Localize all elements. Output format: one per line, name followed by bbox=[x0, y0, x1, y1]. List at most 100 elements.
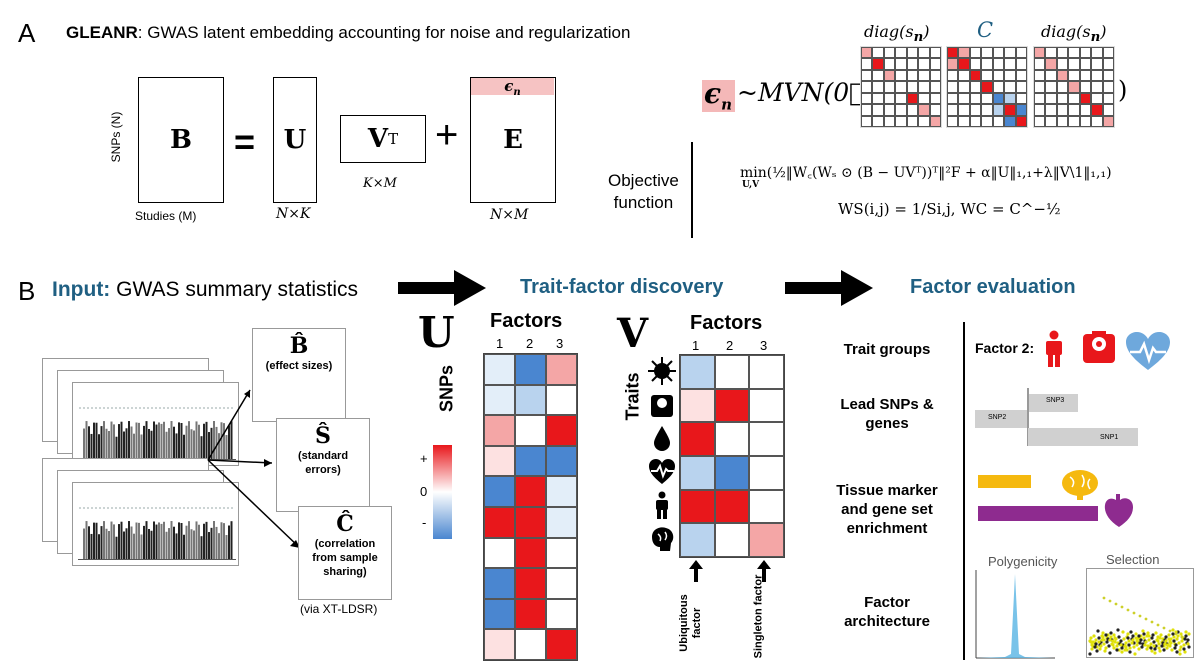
diag-left-close: ) bbox=[923, 22, 930, 41]
c-matrix-cell bbox=[1004, 115, 1016, 127]
u-heat-cell bbox=[546, 507, 577, 538]
person-icon bbox=[656, 491, 668, 519]
objective-sub: U,V bbox=[742, 180, 760, 190]
card-standard-errors: Ŝ(standard errors) bbox=[276, 418, 370, 512]
u-heat-cell bbox=[484, 568, 515, 599]
c-matrix-cell bbox=[981, 58, 993, 70]
diag-left-cell bbox=[895, 92, 907, 105]
diag-right-close: ) bbox=[1100, 22, 1107, 41]
c-matrix-cell bbox=[1015, 47, 1027, 59]
diag-left-cell bbox=[895, 47, 907, 59]
arrow-up-icon bbox=[757, 560, 771, 582]
evaluation-title: Factor evaluation bbox=[910, 276, 1076, 298]
snp3-bar bbox=[1028, 394, 1078, 412]
mvn-eps: ϵn bbox=[704, 77, 732, 114]
diag-right-cell bbox=[1102, 81, 1114, 93]
diag-left-cell bbox=[861, 92, 873, 105]
diag-left-cell bbox=[883, 58, 896, 70]
u-heat-cell bbox=[546, 445, 577, 477]
diag-right-cell bbox=[1068, 81, 1080, 93]
diag-left-cell bbox=[918, 69, 930, 82]
diag-left-cell bbox=[872, 47, 884, 59]
diag-right-cell bbox=[1102, 47, 1114, 59]
matrix-e: E bbox=[470, 77, 556, 203]
u-heat-cell bbox=[546, 415, 577, 446]
diag-right-cell bbox=[1034, 81, 1046, 93]
input-label: Input: bbox=[52, 278, 111, 301]
c-matrix-cell bbox=[981, 81, 993, 93]
diag-left-cell bbox=[895, 58, 907, 70]
vt-sup: T bbox=[388, 130, 399, 148]
c-matrix-cell bbox=[969, 92, 982, 105]
diag-right-cell bbox=[1045, 81, 1057, 93]
diag-left-cell bbox=[883, 92, 896, 105]
c-matrix-cell bbox=[958, 104, 970, 116]
snp1-label: SNP1 bbox=[1100, 434, 1119, 441]
v-heat-cell bbox=[749, 523, 784, 557]
c-matrix-cell bbox=[947, 69, 959, 82]
diag-right-cell bbox=[1056, 47, 1069, 59]
objective-divider bbox=[691, 142, 693, 238]
diag-left-cell bbox=[872, 104, 884, 116]
v-row-label: Traits bbox=[622, 372, 643, 421]
u-heat-cell bbox=[484, 445, 515, 477]
title-bold: GLEANR bbox=[66, 23, 138, 42]
v-heat-cell bbox=[714, 388, 750, 423]
diag-left-cell bbox=[895, 69, 907, 82]
ubiquitous-label: Ubiquitous factor bbox=[678, 594, 703, 652]
u-heat-cell bbox=[546, 384, 577, 416]
plus-sign: + bbox=[435, 113, 459, 157]
u-heat-cell bbox=[515, 384, 546, 416]
diag-left-cell bbox=[929, 81, 941, 93]
diag-right-cell bbox=[1091, 81, 1103, 93]
u-heat-cell bbox=[484, 415, 515, 446]
heartbeat-icon bbox=[1126, 332, 1170, 370]
c-matrix-cell bbox=[992, 92, 1005, 105]
panel-b-letter: B bbox=[18, 276, 36, 306]
c-matrix-cell bbox=[981, 115, 993, 127]
diag-right-cell bbox=[1091, 92, 1103, 105]
diag-left-cell bbox=[872, 58, 884, 70]
c-matrix-cell bbox=[1015, 104, 1027, 116]
diag-left-cell bbox=[906, 115, 919, 127]
diag-left-cell bbox=[906, 69, 919, 82]
eval-factor-architecture: Factor architecture bbox=[844, 594, 930, 630]
card-c-hat: Ĉ bbox=[336, 511, 354, 537]
col-number: 2 bbox=[526, 336, 534, 351]
legend-zero: 0 bbox=[420, 484, 428, 499]
diag-left-cell bbox=[861, 47, 873, 59]
dim-u: N×K bbox=[276, 206, 311, 222]
diag-left-cell bbox=[895, 115, 907, 127]
c-matrix-cell bbox=[969, 69, 982, 82]
diag-right-cell bbox=[1056, 69, 1069, 82]
u-heat-cell bbox=[484, 476, 515, 507]
c-matrix-cell bbox=[969, 104, 982, 116]
legend-plus: + bbox=[420, 451, 428, 466]
polygenicity-label: Polygenicity bbox=[988, 554, 1058, 569]
diag-left-cell bbox=[929, 115, 941, 127]
heartbeat-icon bbox=[649, 458, 675, 484]
diag-right-cell bbox=[1102, 58, 1114, 70]
u-heat-cell bbox=[546, 629, 577, 660]
card-effect-sizes: B̂(effect sizes) bbox=[252, 328, 346, 422]
v-heat-cell bbox=[714, 523, 750, 557]
brain-icon bbox=[652, 526, 674, 551]
diag-right-cell bbox=[1079, 104, 1092, 116]
discovery-title: Trait-factor discovery bbox=[520, 276, 724, 298]
u-heat-cell bbox=[515, 507, 546, 538]
matrix-u: U bbox=[273, 77, 317, 203]
diag-left-cell bbox=[918, 92, 930, 105]
u-heat-cell bbox=[515, 354, 546, 385]
diag-right-matrix bbox=[1033, 46, 1115, 128]
c-matrix-cell bbox=[958, 69, 970, 82]
snp-divider bbox=[1027, 388, 1029, 446]
u-letter: U bbox=[418, 308, 455, 357]
diag-left-cell bbox=[906, 92, 919, 105]
diag-left-cell bbox=[918, 58, 930, 70]
diag-right-cell bbox=[1068, 92, 1080, 105]
matrix-b: B bbox=[138, 77, 224, 203]
c-matrix-cell bbox=[947, 81, 959, 93]
u-heat-cell bbox=[484, 598, 515, 630]
diag-right-cell bbox=[1056, 104, 1069, 116]
